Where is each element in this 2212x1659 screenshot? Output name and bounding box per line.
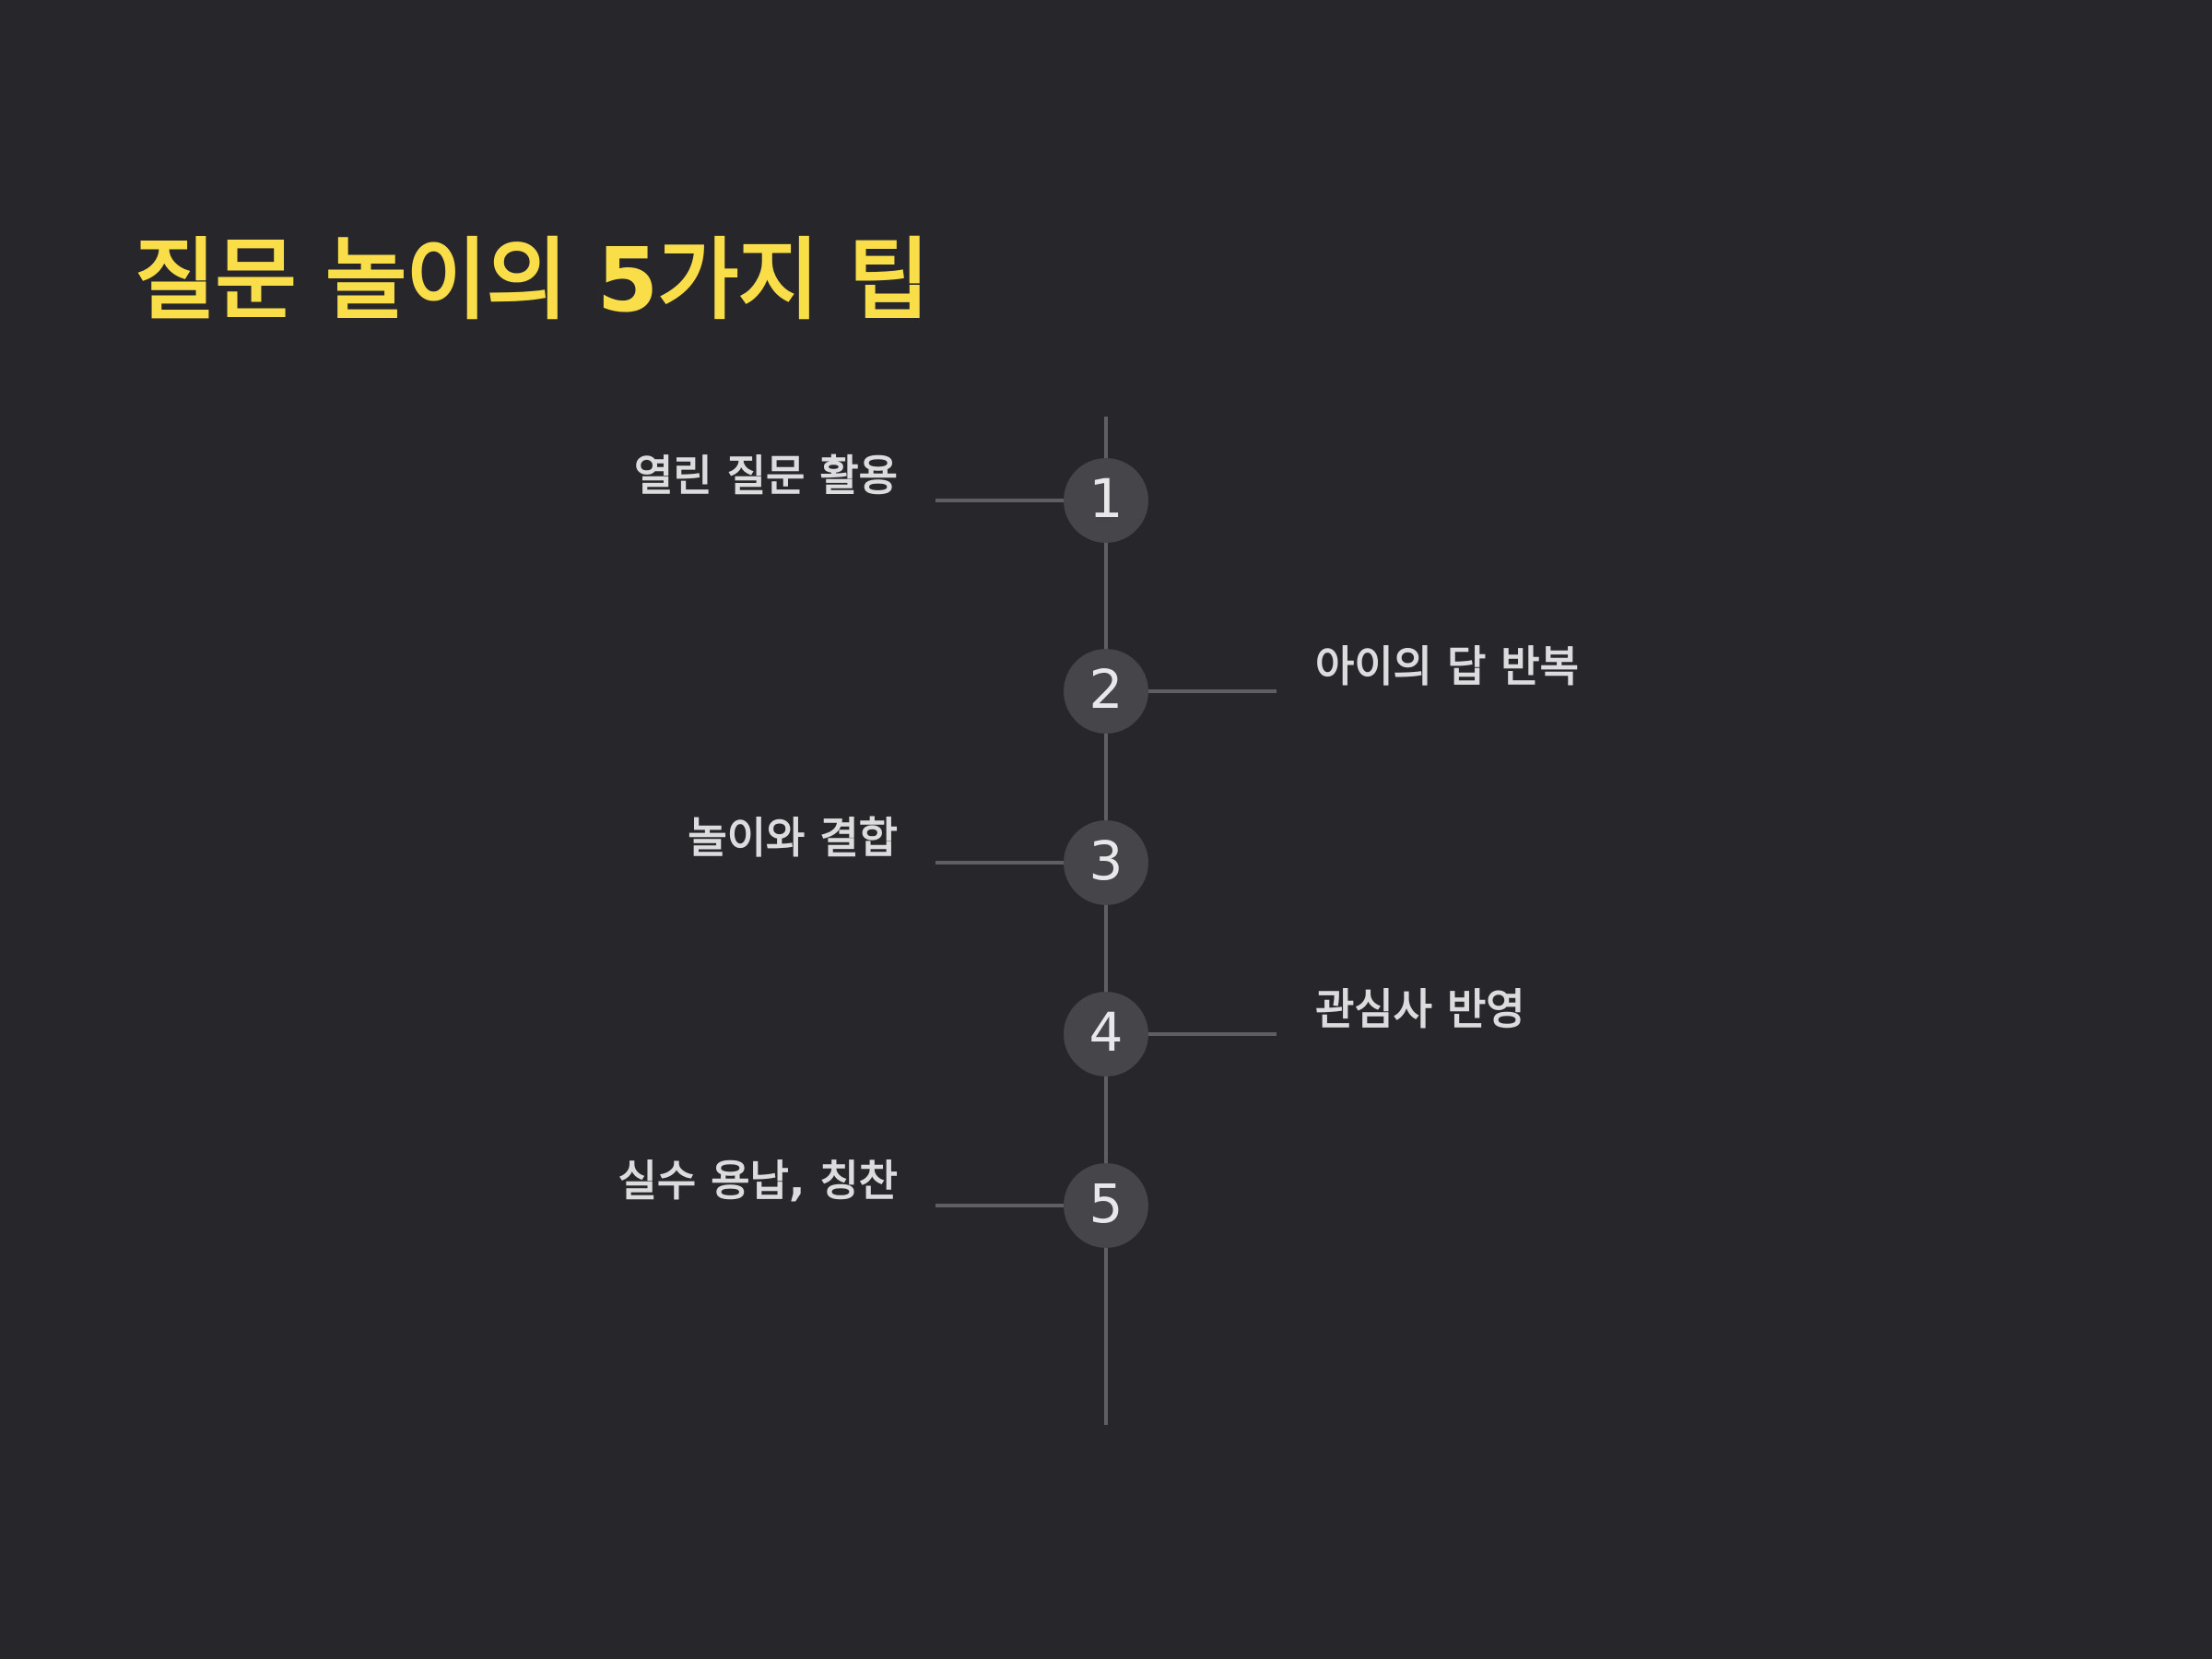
step-label: 열린 질문 활용 (634, 451, 898, 500)
step-circle (1064, 992, 1148, 1077)
step-number: 3 (1089, 830, 1124, 892)
step-number: 5 (1089, 1172, 1124, 1235)
step-circle (1064, 1163, 1148, 1248)
step-circle (1064, 649, 1148, 734)
step-circle (1064, 458, 1148, 543)
step-label: 아이의 답 반복 (1315, 641, 1579, 691)
step-number: 1 (1089, 467, 1124, 530)
page-title: 질문 놀이의 5가지 팁 (135, 229, 930, 332)
step-label: 실수 용납, 칭찬 (618, 1156, 898, 1206)
step-number: 2 (1089, 658, 1124, 721)
step-number: 4 (1089, 1001, 1124, 1064)
step-circle (1064, 820, 1148, 905)
step-label: 관심사 반영 (1315, 984, 1525, 1034)
step-label: 놀이와 결합 (688, 813, 898, 863)
